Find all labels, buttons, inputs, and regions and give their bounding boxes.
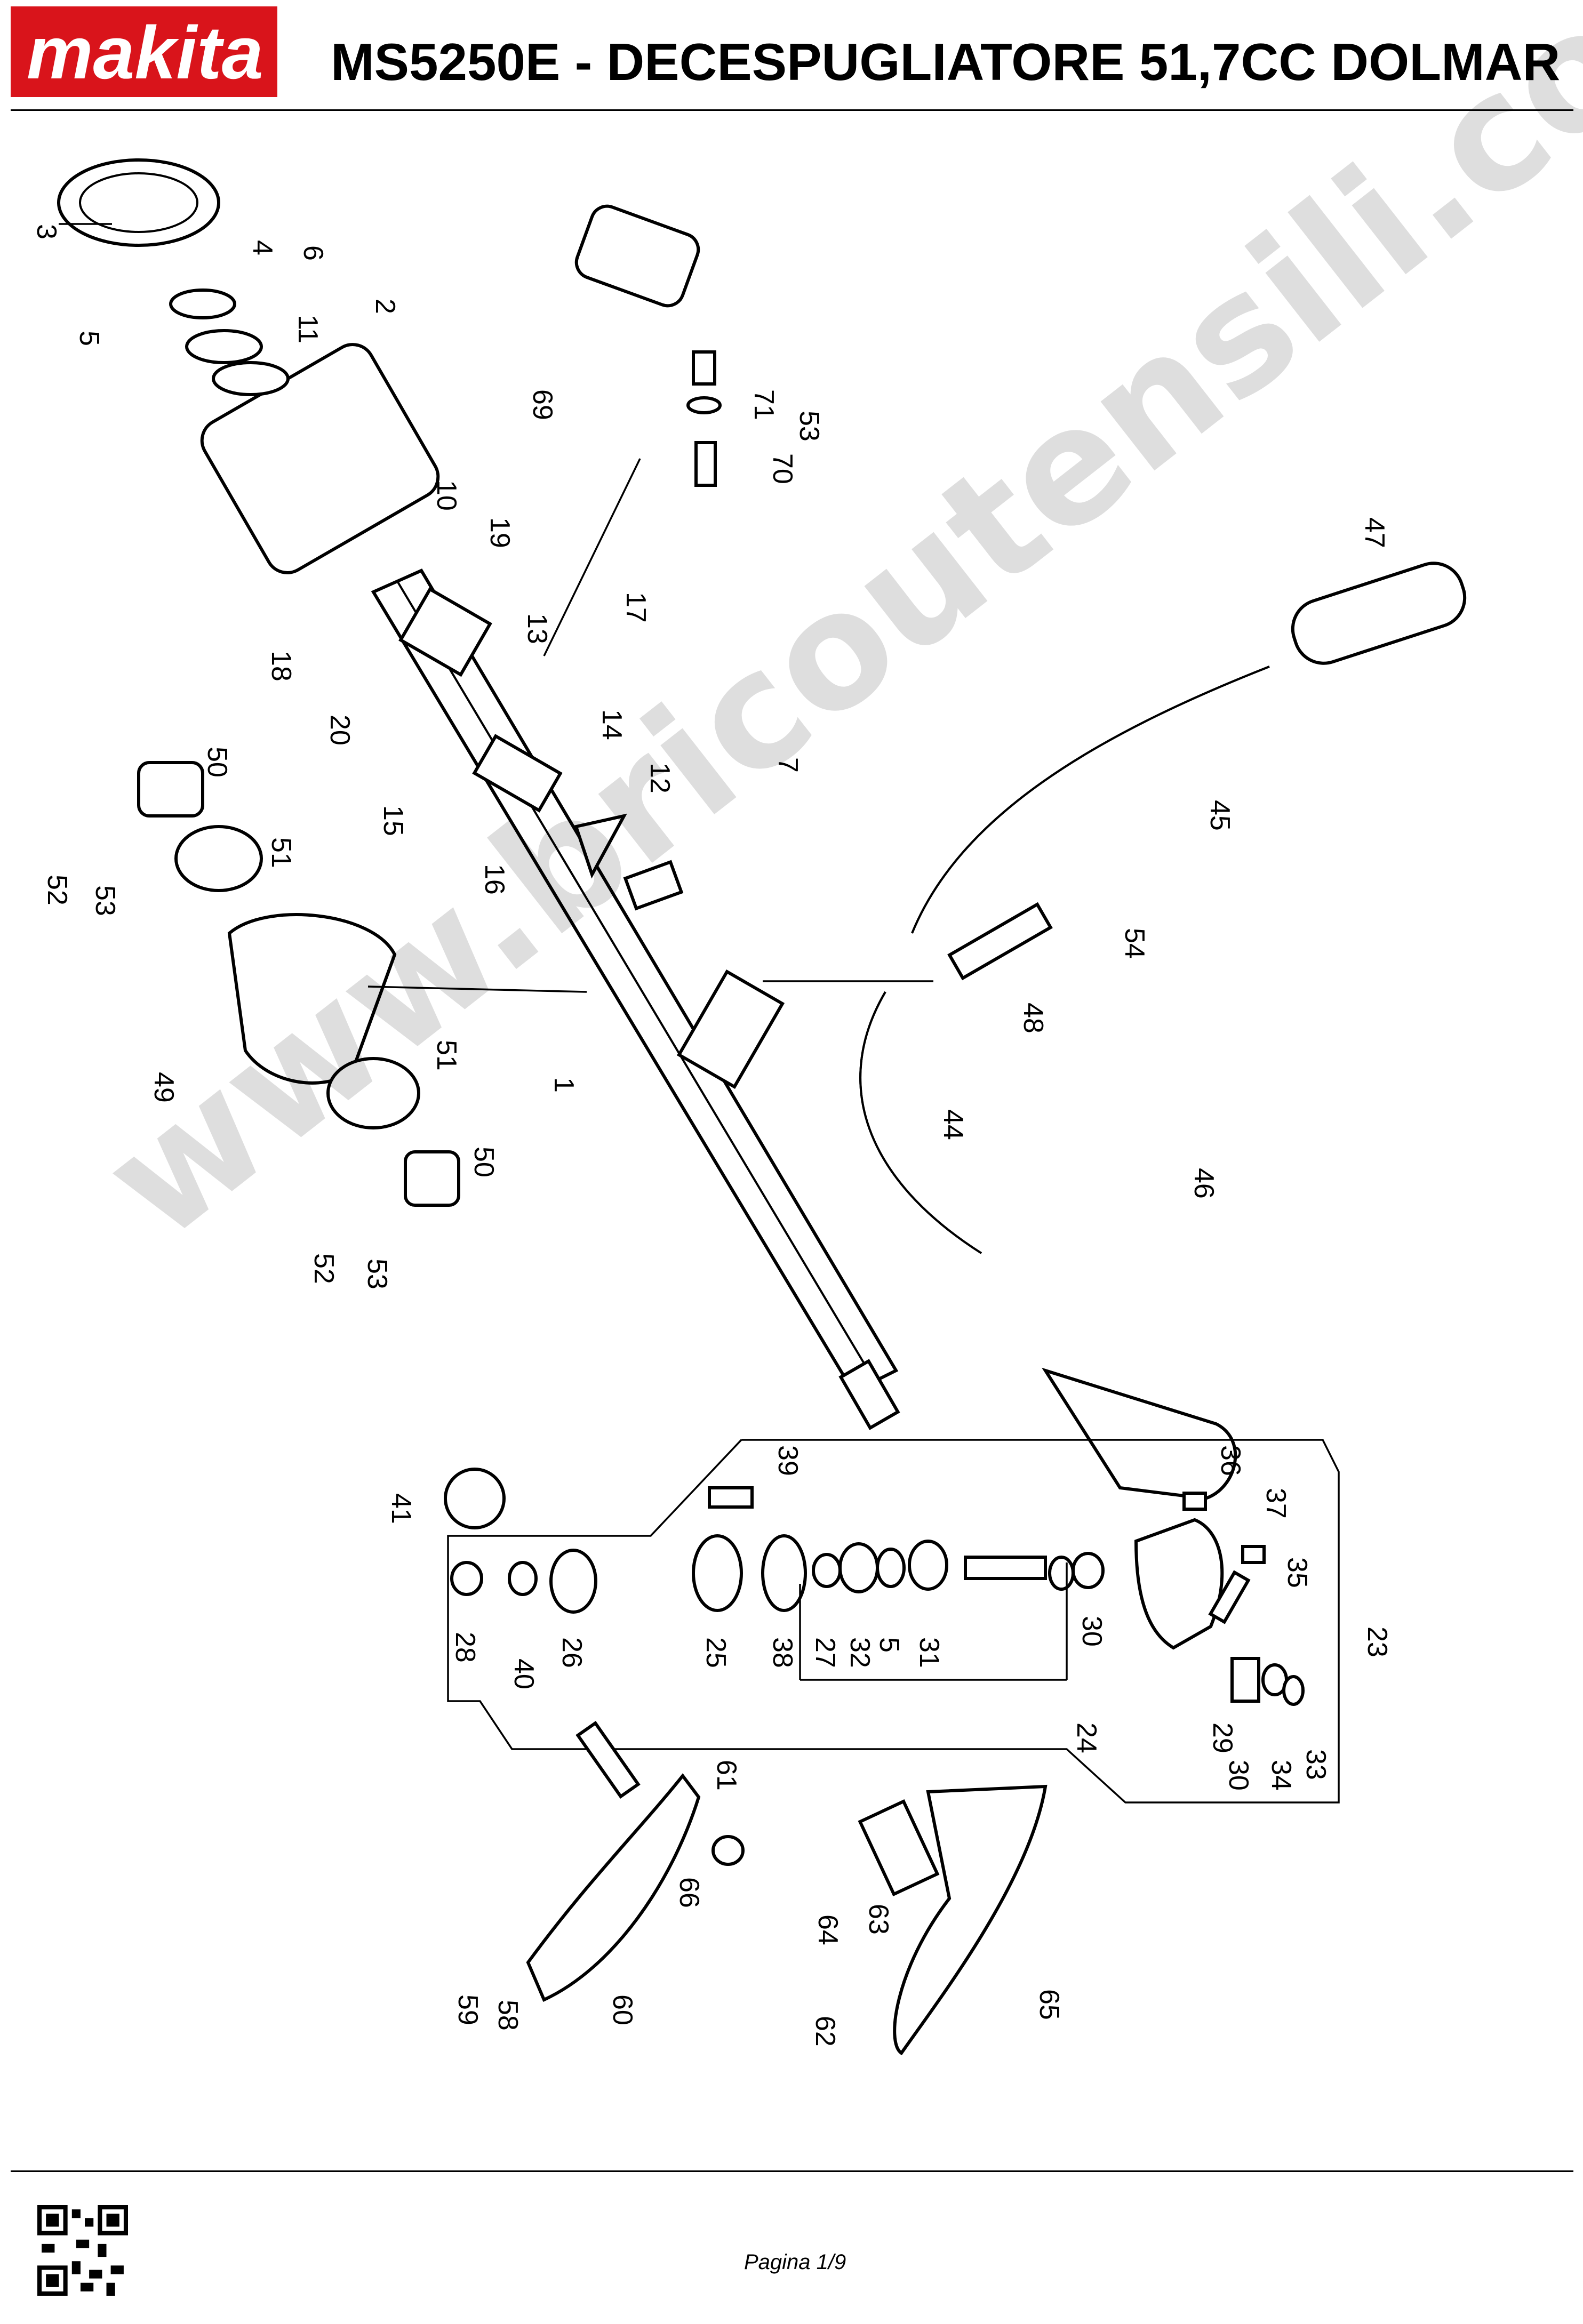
callout-labels: 3 4 6 5 2 11 69 71 53 70 10 19 18 17 13 … xyxy=(31,224,1393,2047)
callout-label: 53 xyxy=(794,411,825,442)
callout-label: 45 xyxy=(1204,800,1235,831)
callout-label: 14 xyxy=(596,709,627,740)
callout-label: 28 xyxy=(450,1632,481,1663)
callout-label: 30 xyxy=(1223,1760,1254,1791)
callout-label: 52 xyxy=(308,1253,339,1284)
callout-label: 46 xyxy=(1188,1168,1219,1199)
callout-label: 3 xyxy=(31,224,62,239)
callout-label: 49 xyxy=(148,1072,179,1103)
callout-label: 17 xyxy=(620,592,651,623)
callout-label: 31 xyxy=(914,1637,945,1668)
callout-label: 13 xyxy=(522,613,553,644)
callout-label: 51 xyxy=(266,837,297,868)
callout-label: 26 xyxy=(556,1637,587,1668)
callout-label: 35 xyxy=(1282,1557,1313,1588)
callout-label: 71 xyxy=(748,389,779,420)
callout-label: 53 xyxy=(362,1259,393,1289)
callout-label: 5 xyxy=(74,331,105,346)
callout-label: 23 xyxy=(1362,1626,1393,1657)
callout-label: 51 xyxy=(431,1040,462,1071)
callout-label: 66 xyxy=(674,1877,705,1908)
header-divider xyxy=(11,109,1573,111)
clutch-housing xyxy=(57,158,440,574)
callout-label: 1 xyxy=(548,1077,579,1093)
callout-label: 41 xyxy=(386,1493,417,1524)
callout-label: 53 xyxy=(90,885,121,916)
callout-label: 60 xyxy=(607,1994,638,2025)
callout-label: 10 xyxy=(431,480,462,511)
callout-label: 65 xyxy=(1034,1989,1065,2020)
callout-label: 38 xyxy=(767,1637,798,1668)
handle-bracket-upper xyxy=(574,204,722,487)
callout-label: 24 xyxy=(1071,1722,1102,1753)
callout-label: 12 xyxy=(644,763,675,794)
page-number: Pagina 1/9 xyxy=(744,2250,846,2274)
callout-label: 36 xyxy=(1215,1445,1246,1476)
callout-label: 62 xyxy=(810,2016,841,2047)
callout-label: 30 xyxy=(1076,1616,1107,1647)
callout-label: 47 xyxy=(1359,517,1390,548)
callout-label: 18 xyxy=(266,651,297,682)
callout-label: 50 xyxy=(468,1147,499,1177)
callout-label: 50 xyxy=(202,747,233,778)
callout-label: 29 xyxy=(1207,1722,1238,1753)
callout-label: 34 xyxy=(1266,1760,1297,1791)
brand-name: makita xyxy=(27,11,263,94)
callout-label: 39 xyxy=(772,1445,803,1476)
callout-label: 61 xyxy=(711,1760,742,1791)
callout-label: 52 xyxy=(42,875,73,905)
callout-label: 33 xyxy=(1300,1749,1331,1780)
page-title: MS5250E - DECESPUGLIATORE 51,7CC DOLMAR xyxy=(331,33,1561,91)
callout-label: 48 xyxy=(1018,1003,1049,1033)
callout-label: 69 xyxy=(527,389,558,420)
blade-guard xyxy=(526,1721,1048,2056)
callout-label: 27 xyxy=(810,1637,841,1668)
callout-label: 4 xyxy=(247,240,278,255)
drive-shaft-tube xyxy=(371,568,900,1430)
callout-label: 25 xyxy=(700,1637,731,1668)
callout-label: 32 xyxy=(844,1637,875,1668)
callout-label: 40 xyxy=(508,1658,539,1689)
callout-label: 63 xyxy=(863,1904,894,1935)
shaft-clamps xyxy=(398,587,785,1089)
callout-label: 6 xyxy=(298,245,329,261)
callout-label: 5 xyxy=(874,1637,905,1653)
callout-label: 11 xyxy=(292,315,323,343)
exploded-parts-diagram: 3 4 6 5 2 11 69 71 53 70 10 19 18 17 13 … xyxy=(31,158,1467,2056)
callout-label: 16 xyxy=(479,864,510,895)
handlebar xyxy=(859,562,1467,1501)
callout-label: 7 xyxy=(772,757,803,773)
leader-lines xyxy=(59,223,1068,1681)
callout-label: 70 xyxy=(767,453,798,484)
handle-holder-left xyxy=(137,761,460,1207)
gear-head-assembly-frame xyxy=(447,1439,1340,1804)
callout-label: 20 xyxy=(324,715,355,746)
callout-label: 44 xyxy=(938,1109,969,1140)
callout-label: 54 xyxy=(1119,928,1150,959)
footer-divider xyxy=(11,2170,1573,2172)
gear-head-parts xyxy=(444,1468,1305,1706)
callout-label: 64 xyxy=(812,1914,843,1945)
callout-label: 15 xyxy=(378,805,409,836)
callout-label: 19 xyxy=(484,517,515,548)
callout-label: 2 xyxy=(370,299,401,314)
callout-label: 58 xyxy=(492,2000,523,2031)
callout-label: 59 xyxy=(452,1994,483,2025)
makita-logo: makita xyxy=(11,6,277,97)
callout-label: 37 xyxy=(1260,1488,1291,1519)
qr-code-icon xyxy=(37,2205,128,2296)
